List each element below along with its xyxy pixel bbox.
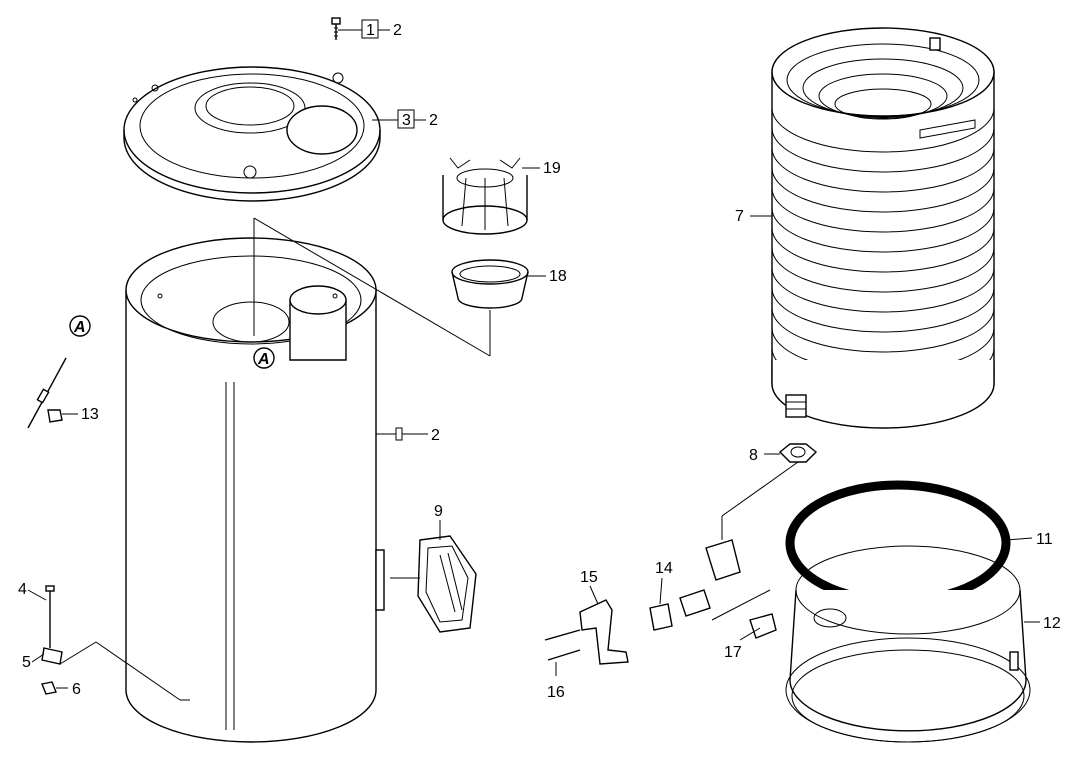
label-lid-ref: 2 [429, 112, 438, 129]
label-item-4: 4 [18, 581, 27, 598]
detail-marker-a-left-text: A [73, 319, 86, 336]
label-item-6: 6 [72, 681, 81, 698]
label-body-ref: 2 [431, 427, 440, 444]
tank-body [125, 237, 385, 743]
label-item-19: 19 [543, 160, 561, 177]
label-item-17: 17 [724, 644, 742, 661]
sleeve-ring [451, 259, 529, 309]
baffle-part [442, 157, 528, 235]
callout-labels: 1 2 3 2 2 19 18 7 8 9 11 12 13 14 15 16 … [18, 22, 1061, 701]
label-top-bolt-qty: 1 [366, 22, 375, 39]
valve-assembly [544, 539, 777, 665]
label-item-13: 13 [81, 406, 99, 423]
label-item-8: 8 [749, 447, 758, 464]
label-item-14: 14 [655, 560, 673, 577]
label-item-7: 7 [735, 208, 744, 225]
label-item-11: 11 [1036, 531, 1053, 548]
label-lid-qty: 3 [402, 112, 411, 129]
lid-bolt [331, 17, 341, 40]
filter-grille [417, 535, 477, 633]
detail-marker-a-tank: A [253, 347, 275, 369]
mounting-bracket [41, 585, 63, 695]
detail-marker-a-tank-text: A [257, 351, 270, 368]
gasket-ring [785, 480, 1011, 606]
label-item-9: 9 [434, 503, 443, 520]
leader-lines [27, 19, 1040, 701]
sensor-probe [27, 357, 67, 429]
label-item-5: 5 [22, 654, 31, 671]
tank-lid [123, 66, 381, 202]
heat-exchanger-coil [771, 27, 995, 429]
label-item-16: 16 [547, 684, 565, 701]
label-item-15: 15 [580, 569, 598, 586]
label-item-12: 12 [1043, 615, 1061, 632]
base-housing [785, 545, 1031, 743]
hex-nut [778, 443, 818, 463]
detail-marker-a-left: A [69, 315, 91, 337]
label-item-18: 18 [549, 268, 567, 285]
label-top-bolt-ref: 2 [393, 22, 402, 39]
